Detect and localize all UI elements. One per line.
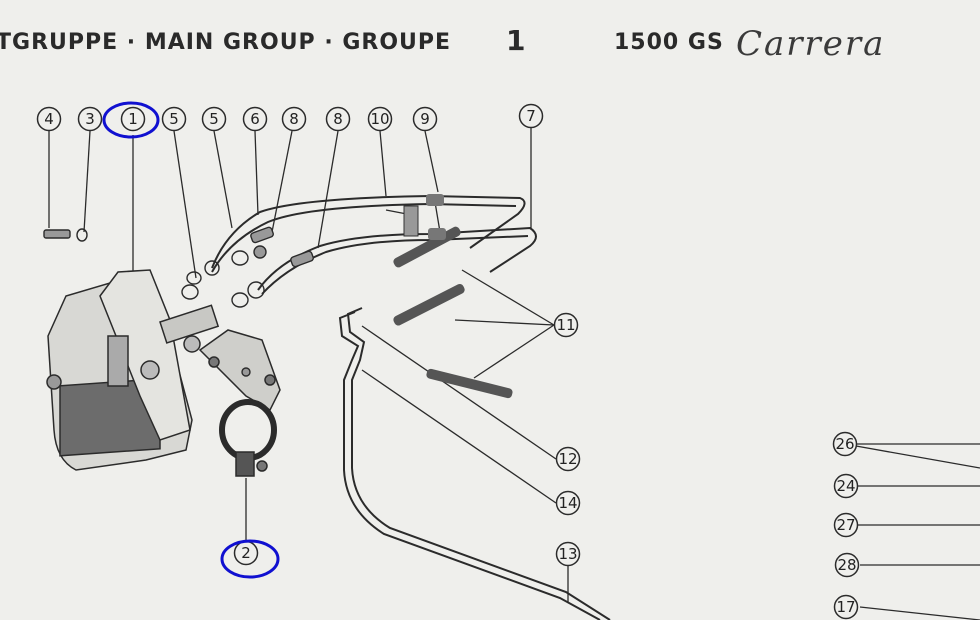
callout-number: 13 [558, 545, 577, 563]
callout-number: 24 [836, 477, 855, 495]
hose-sleeves [393, 194, 513, 399]
callout-c2: 2 [233, 540, 259, 566]
carburetor-assembly [46, 269, 220, 471]
fuel-lines [211, 194, 611, 620]
callout-number: 10 [370, 110, 389, 128]
callout-c11: 11 [553, 312, 579, 338]
callout-number: 28 [837, 556, 856, 574]
carrera-script-logo: Carrera [736, 24, 886, 64]
main-group-title: TGRUPPE · MAIN GROUP · GROUPE [0, 30, 452, 55]
callout-number: 2 [241, 544, 251, 562]
callout-c4: 4 [36, 106, 62, 132]
part-callouts: 4 3 1 5 5 6 8 8 10 9 7 11 12 14 2 13 26 24 27 28 17 [36, 103, 860, 620]
callout-number: 26 [835, 435, 854, 453]
callout-c14: 14 [555, 490, 581, 516]
callout-c5b: 5 [201, 106, 227, 132]
callout-c1: 1 [120, 106, 146, 132]
leader-lines [48, 128, 980, 620]
callout-number: 1 [128, 110, 138, 128]
callout-c17: 17 [833, 594, 859, 620]
callout-c28: 28 [834, 552, 860, 578]
callout-number: 4 [44, 110, 54, 128]
callout-c8a: 8 [281, 106, 307, 132]
small-hardware [43, 226, 314, 377]
callout-c13: 13 [555, 541, 581, 567]
callout-number: 14 [558, 494, 577, 512]
callout-c10: 10 [367, 106, 393, 132]
callout-number: 9 [420, 110, 430, 128]
callout-number: 8 [289, 110, 299, 128]
callout-number: 8 [333, 110, 343, 128]
callout-number: 11 [556, 316, 575, 334]
callout-c27: 27 [833, 512, 859, 538]
callout-number: 6 [250, 110, 260, 128]
callout-c8b: 8 [325, 106, 351, 132]
callout-number: 5 [169, 110, 179, 128]
callout-number: 17 [836, 598, 855, 616]
callout-c7: 7 [518, 103, 544, 129]
callout-number: 27 [836, 516, 855, 534]
callout-number: 3 [85, 110, 95, 128]
group-number: 1 [506, 24, 527, 57]
highlight-ring-part-1 [102, 101, 160, 139]
callout-number: 7 [526, 107, 536, 125]
callout-c24: 24 [833, 473, 859, 499]
highlight-ring-part-2 [220, 539, 280, 579]
callout-c5a: 5 [161, 106, 187, 132]
callout-c26: 26 [832, 431, 858, 457]
callout-c3: 3 [77, 106, 103, 132]
callout-c12: 12 [555, 446, 581, 472]
model-label: 1500 GS [614, 30, 724, 55]
callout-number: 12 [558, 450, 577, 468]
page-header: TGRUPPE · MAIN GROUP · GROUPE 1 1500 GS … [0, 24, 980, 68]
callout-c6: 6 [242, 106, 268, 132]
carburetor-flange-2 [198, 329, 281, 477]
callout-number: 5 [209, 110, 219, 128]
callout-c9: 9 [412, 106, 438, 132]
highlight-rings [102, 101, 280, 579]
